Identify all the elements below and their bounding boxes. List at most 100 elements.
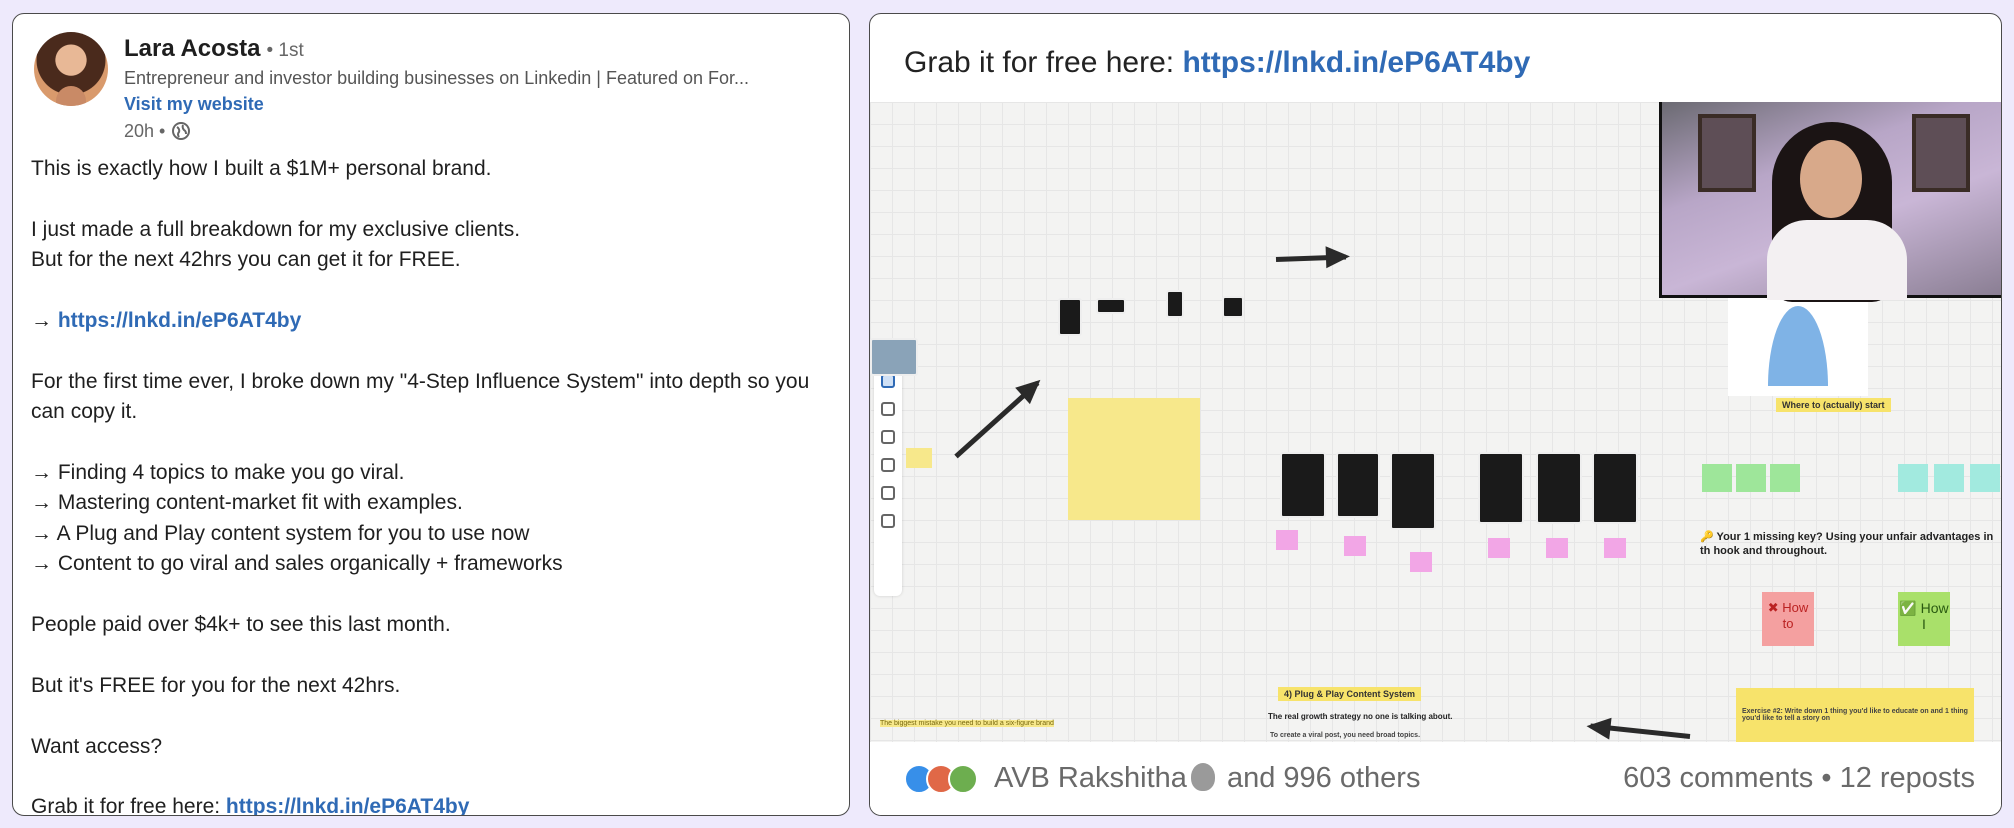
- post-line: → Mastering content-market fit with exam…: [31, 491, 463, 515]
- board-green-note: [1770, 464, 1800, 492]
- reactor-name: AVB Rakshitha: [994, 762, 1187, 794]
- support-reaction-icon: [948, 764, 978, 794]
- undo-icon[interactable]: [881, 486, 895, 500]
- arrow-prefix: →: [31, 309, 58, 332]
- globe-icon: [172, 121, 191, 140]
- board-card: [1336, 452, 1380, 518]
- board-arrow: [1590, 723, 1691, 739]
- post-line: → Content to go viral and sales organica…: [31, 552, 563, 576]
- board-green-note: [1702, 464, 1732, 492]
- post-line-blank: [31, 701, 831, 731]
- presenter-webcam: [1659, 102, 2001, 302]
- presenter-body: [1767, 220, 1907, 300]
- board-card: [1390, 452, 1436, 530]
- post-line-blank: [31, 580, 831, 610]
- visit-website-link[interactable]: Visit my website: [124, 93, 264, 114]
- board-teal-note: [1934, 464, 1964, 492]
- post-line: Want access?: [31, 734, 163, 758]
- alien-emoji-icon: [1190, 763, 1215, 791]
- author-line: Lara Acosta • 1st: [124, 34, 749, 64]
- board-pink-note: [1546, 538, 1568, 558]
- board-arrow: [954, 381, 1040, 459]
- missing-key-text: 🔑 Your 1 missing key? Using your unfair …: [1700, 531, 1994, 557]
- post-time: 20h •: [124, 120, 166, 141]
- plug-play-label: 4) Plug & Play Content System: [1278, 687, 1422, 701]
- board-card: [1058, 298, 1082, 336]
- board-teal-note: [1898, 464, 1928, 492]
- post-line-blank: [31, 184, 831, 214]
- post-link[interactable]: https://lnkd.in/eP6AT4by: [57, 309, 302, 332]
- exercise-text: Exercise #2: Write down 1 thing you'd li…: [1742, 708, 1968, 722]
- board-card: [1536, 452, 1582, 524]
- board-sticky: [1068, 398, 1200, 520]
- board-card: [1478, 452, 1524, 524]
- real-growth-text: The real growth strategy no one is talki…: [1268, 712, 1453, 721]
- media-panel: Grab it for free here: https://lnkd.in/e…: [869, 13, 2002, 816]
- post-line: People paid over $4k+ to see this last m…: [31, 613, 451, 637]
- author-meta: Lara Acosta • 1st Entrepreneur and inves…: [124, 24, 749, 142]
- comment-tool-icon[interactable]: [881, 458, 895, 472]
- post-text-panel: Lara Acosta • 1st Entrepreneur and inves…: [12, 13, 850, 816]
- viral-post-text: To create a viral post, you need broad t…: [1270, 732, 1421, 739]
- board-green-note: [1736, 464, 1766, 492]
- board-pink-note: [1410, 552, 1432, 572]
- board-card: [1222, 296, 1244, 318]
- comments-reposts-count[interactable]: 603 comments • 12 reposts: [1623, 762, 1975, 794]
- presenter-face: [1800, 140, 1862, 218]
- post-link-bottom[interactable]: https://lnkd.in/eP6AT4by: [225, 795, 470, 816]
- post-line: This is exactly how I built a $1M+ perso…: [31, 157, 492, 180]
- post-line-blank: [31, 428, 831, 458]
- media-title-link[interactable]: https://lnkd.in/eP6AT4by: [1182, 46, 1531, 79]
- board-card: [1096, 298, 1126, 314]
- how-to-note: ✖ How to: [1762, 592, 1814, 646]
- post-line: For the first time ever, I broke down my…: [31, 369, 810, 424]
- author-avatar[interactable]: [34, 32, 108, 106]
- post-link-line: Grab it for free here: https://lnkd.in/e…: [31, 792, 831, 816]
- post-line-blank: [31, 762, 831, 792]
- post-line-blank: [31, 336, 831, 366]
- divider: [904, 815, 1975, 816]
- board-pink-note: [1604, 538, 1626, 558]
- post-line: But for the next 42hrs you can get it fo…: [31, 248, 461, 272]
- wall-frame: [1698, 114, 1756, 192]
- board-arrow: [1275, 254, 1347, 262]
- reactors-summary[interactable]: AVB Rakshitha and 996 others: [994, 762, 1420, 795]
- post-timestamp: 20h •: [124, 120, 749, 143]
- reaction-icons[interactable]: [904, 764, 978, 794]
- post-line-blank: [31, 276, 831, 306]
- board-card: [1592, 452, 1638, 524]
- whiteboard-toolbar: [874, 360, 902, 596]
- cursor-tool-icon[interactable]: [881, 374, 895, 388]
- post-line: But it's FREE for you for the next 42hrs…: [31, 673, 401, 697]
- post-body: This is exactly how I built a $1M+ perso…: [31, 154, 831, 816]
- how-i-note: ✅ How I: [1898, 592, 1950, 646]
- board-card: [1166, 290, 1184, 318]
- board-pink-note: [1488, 538, 1510, 558]
- redo-icon[interactable]: [881, 514, 895, 528]
- post-line-blank: [31, 640, 831, 670]
- biggest-mistake-text: The biggest mistake you need to build a …: [880, 720, 1054, 727]
- media-title: Grab it for free here: https://lnkd.in/e…: [904, 46, 1530, 80]
- post-line: I just made a full breakdown for my excl…: [31, 217, 521, 241]
- pen-tool-icon[interactable]: [881, 430, 895, 444]
- video-player[interactable]: Where to (actually) start 🔑 Your 1 missi…: [870, 102, 2001, 742]
- post-line: → A Plug and Play content system for you…: [31, 521, 530, 545]
- board-pink-note: [1276, 530, 1298, 550]
- post-link-line: → https://lnkd.in/eP6AT4by: [31, 306, 831, 336]
- sticky-tool-icon[interactable]: [881, 402, 895, 416]
- author-headline: Entrepreneur and investor building busin…: [124, 68, 750, 88]
- grab-prefix: Grab it for free here:: [31, 795, 226, 816]
- post-header: Lara Acosta • 1st Entrepreneur and inves…: [31, 24, 831, 142]
- reactors-others: and 996 others: [1226, 762, 1421, 794]
- media-title-prefix: Grab it for free here:: [904, 46, 1183, 79]
- social-counts-bar: AVB Rakshitha and 996 others 603 comment…: [870, 742, 2001, 816]
- where-to-start-label: Where to (actually) start: [1776, 398, 1891, 412]
- board-pink-note: [1344, 536, 1366, 556]
- bell-curve-diagram: [1728, 298, 1868, 396]
- author-name[interactable]: Lara Acosta: [124, 35, 261, 62]
- board-teal-note: [1970, 464, 2000, 492]
- exercise-sticky: Exercise #2: Write down 1 thing you'd li…: [1736, 688, 1974, 742]
- wall-frame: [1912, 114, 1970, 192]
- board-card: [1280, 452, 1326, 518]
- board-sticky: [906, 448, 932, 468]
